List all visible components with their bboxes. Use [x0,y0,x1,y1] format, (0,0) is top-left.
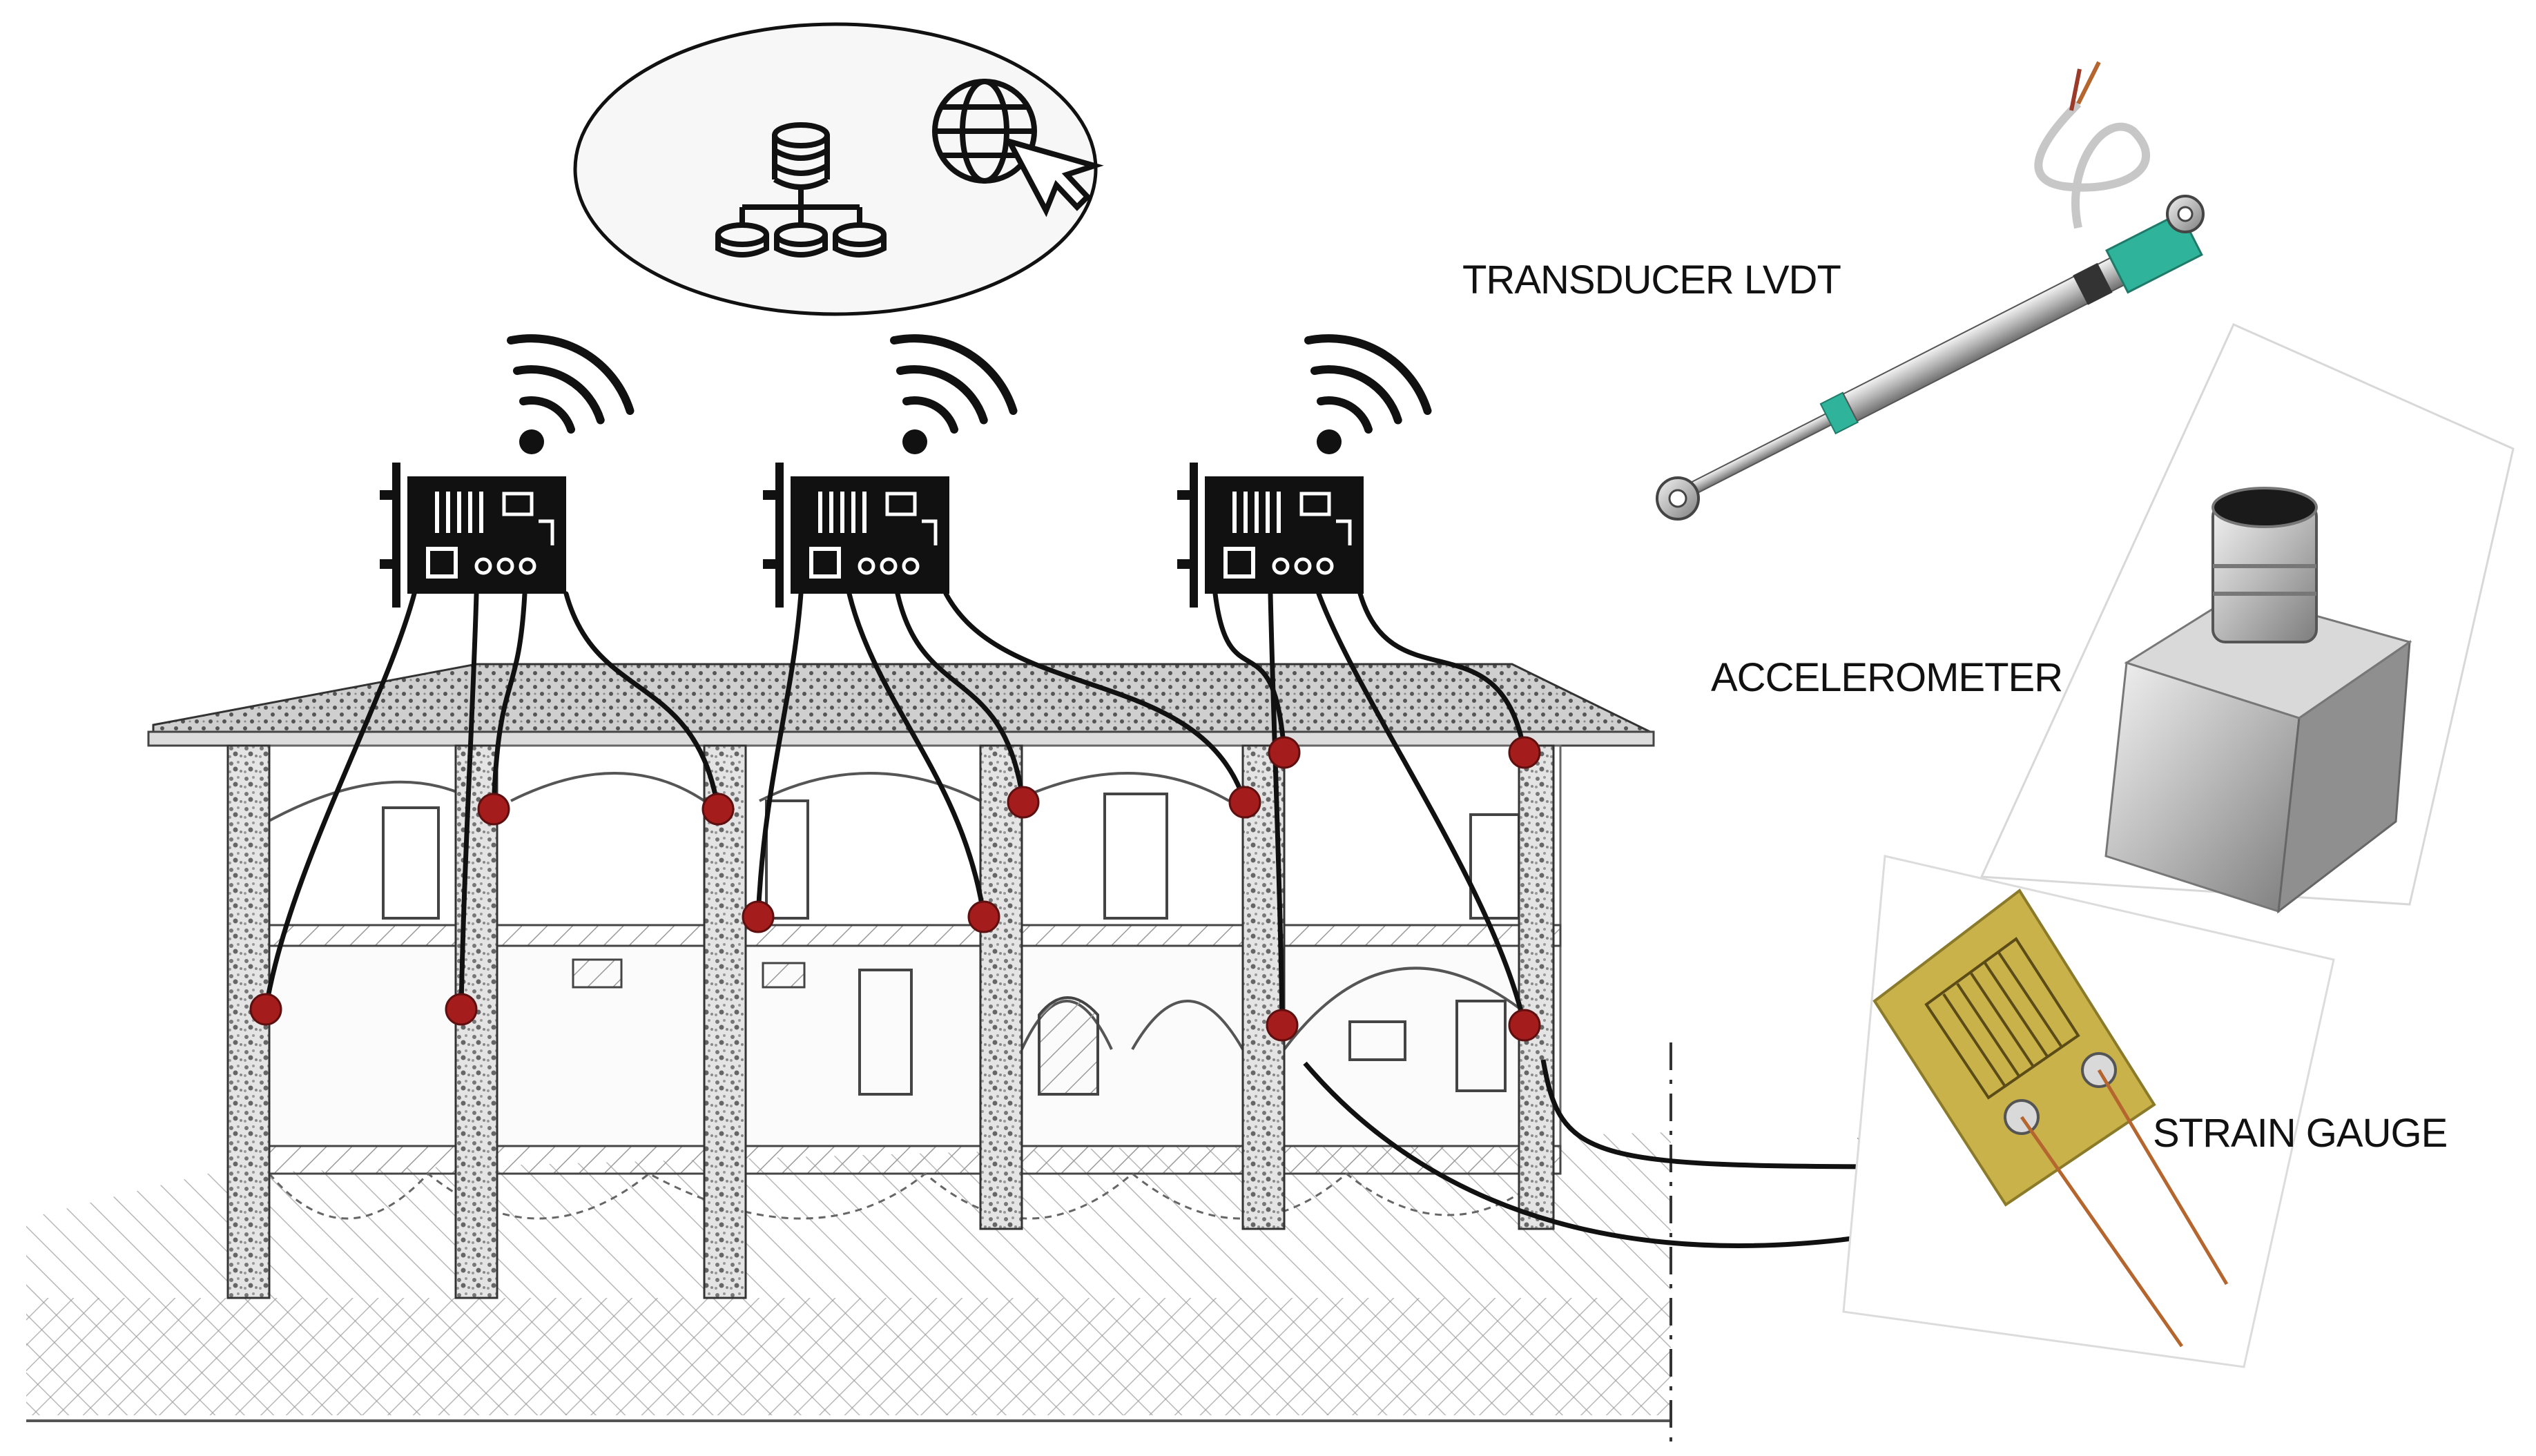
strain-lead-2 [2097,1069,2229,1285]
sensor-node-5 [1268,736,1301,769]
wire-9 [1212,591,1287,755]
strain-gauge-photo [1842,855,2335,1368]
arch-2 [510,772,706,802]
cloud-ellipse [573,22,1098,316]
arrow-1 [1540,1059,1915,1196]
sensor-node-2 [701,793,735,826]
circuit-board-icon [380,463,566,608]
upper-floor [226,744,1562,926]
strain-pad [1872,889,2156,1207]
sensor-node-3 [1007,786,1040,819]
foundation-arches [268,1172,1547,1220]
lvdt-label: TRANSDUCER LVDT [1462,258,1841,302]
arch-4 [1014,772,1230,802]
ground-slab [226,1145,1562,1175]
wire-5 [755,591,804,920]
strain-gauge-label: STRAIN GAUGE [2153,1111,2448,1156]
sensor-node-6 [1508,736,1541,769]
accelerometer-photo [1980,323,2515,914]
gateway-1 [380,334,635,608]
arch-7 [1283,967,1520,1051]
sensor-node-7 [742,900,775,933]
strain-gauge-arrows [1303,1059,1991,1254]
wire-11 [1316,591,1527,1028]
column-6 [1518,744,1555,1230]
gateways [380,334,1432,608]
grille-2 [762,962,806,989]
globe-cursor-icon [932,79,1104,217]
sensor-node-11 [1266,1009,1299,1042]
wire-10 [1268,591,1285,1028]
wire-6 [846,591,987,920]
cloud-server [573,22,1104,316]
accelerometer-label: ACCELEROMETER [1711,655,2063,700]
sensor-node-12 [1508,1009,1541,1042]
sensor-node-1 [477,793,510,826]
strain-grid [1924,937,2080,1100]
wire-3 [491,591,527,812]
window-2 [765,799,809,920]
sensor-node-4 [1228,786,1261,819]
circuit-board-icon [763,463,949,608]
circuit-board-icon [1177,463,1364,608]
arch-3 [759,772,981,802]
wires [263,591,1527,1028]
building-section [26,663,1672,1450]
sensor-node-8 [967,900,1000,933]
lower-floor [226,944,1562,1147]
grille-1 [572,958,623,989]
wire-7 [895,591,1026,805]
wire-1 [263,591,417,1012]
arch-1 [254,780,477,830]
roof-eaves [147,730,1655,747]
door-3 [1455,1000,1507,1092]
wire-2 [458,591,479,1012]
column-3 [703,744,747,1299]
wifi-icon [1304,334,1432,454]
arrow-2 [1303,1061,1991,1254]
wifi-icon [890,334,1018,454]
window-5 [1348,1020,1406,1061]
gateway-2 [763,334,1018,608]
window-3 [1103,793,1168,920]
column-4 [979,744,1023,1230]
gateway-3 [1177,334,1432,608]
sensor-nodes [249,736,1541,1042]
wire-8 [943,591,1248,805]
lvdt-transducer-photo [1656,61,2205,521]
sensor-node-9 [249,993,282,1026]
arch-6 [1131,1000,1244,1050]
wifi-icon [507,334,635,454]
door-2 [1038,996,1099,1096]
floor-slab [226,924,1562,947]
database-tree-icon [715,122,887,258]
strain-lead-1 [2020,1116,2184,1348]
sensor-node-10 [445,993,478,1026]
wire-12 [1357,591,1527,755]
lvdt-cable [2034,100,2151,229]
door-1 [858,969,913,1096]
accel-cube-top [2124,592,2412,719]
wire-4 [563,591,721,812]
window-1 [382,806,440,920]
ground-lower [26,1298,1671,1415]
